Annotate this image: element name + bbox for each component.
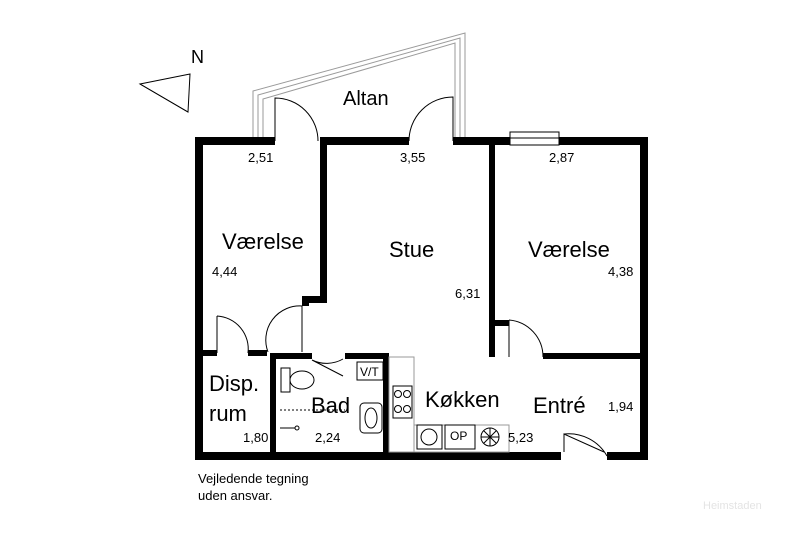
dimension-text: 2,87 xyxy=(549,150,574,165)
dimension-text: 1,94 xyxy=(608,399,633,414)
north-arrow-icon xyxy=(138,73,191,113)
dimension-text: 2,24 xyxy=(315,430,340,445)
door-swing xyxy=(216,315,249,354)
storage-label-line2: rum xyxy=(209,401,247,426)
kitchen-label: Køkken xyxy=(425,387,500,412)
compass: N xyxy=(138,47,204,113)
entry-label: Entré xyxy=(533,393,586,418)
fan-icon xyxy=(480,427,500,447)
dimension-text: 4,38 xyxy=(608,264,633,279)
living-room-label: Stue xyxy=(389,237,434,262)
dimension-text: 3,55 xyxy=(400,150,425,165)
room-labels: Altan Værelse Stue Værelse Disp. rum Bad… xyxy=(209,88,610,426)
north-label: N xyxy=(191,47,204,67)
dimension-text: 2,51 xyxy=(248,150,273,165)
balcony-label: Altan xyxy=(343,88,389,110)
bedroom-right-label: Værelse xyxy=(528,237,610,262)
balcony-railing xyxy=(252,32,466,141)
bath-label: Bad xyxy=(311,393,350,418)
dimension-text: 5,23 xyxy=(508,430,533,445)
dimension-text: 6,31 xyxy=(455,286,480,301)
door-swing xyxy=(311,358,344,377)
door-swing xyxy=(265,305,303,353)
dimension-labels: 2,51 3,55 2,87 4,44 6,31 4,38 1,80 2,24 … xyxy=(212,150,633,445)
shower-drain-icon xyxy=(280,409,345,431)
dimension-text: 1,80 xyxy=(243,430,268,445)
doors xyxy=(216,96,608,457)
dimension-text: 4,44 xyxy=(212,264,237,279)
bath-fixtures: V/T xyxy=(280,361,384,434)
sink-icon xyxy=(359,402,383,434)
bedroom-left-label: Værelse xyxy=(222,229,304,254)
disclaimer-line: Vejledende tegning xyxy=(198,471,309,486)
washer-dryer-label: V/T xyxy=(360,365,379,379)
toilet-icon xyxy=(280,367,315,393)
door-swing xyxy=(563,433,608,457)
disclaimer: Vejledende tegning uden ansvar. xyxy=(198,470,309,504)
door-swing xyxy=(408,96,454,142)
watermark: Heimstaden xyxy=(703,500,762,512)
door-swing xyxy=(274,97,319,142)
disclaimer-line: uden ansvar. xyxy=(198,488,273,503)
door-swing xyxy=(508,319,544,358)
kitchen-sink-icon xyxy=(416,424,443,450)
stove-icon xyxy=(392,385,413,419)
dishwasher-label: OP xyxy=(450,429,467,443)
storage-label-line1: Disp. xyxy=(209,371,259,396)
walls xyxy=(195,137,648,460)
kitchen-fixtures: OP xyxy=(388,356,510,453)
window xyxy=(509,131,560,146)
